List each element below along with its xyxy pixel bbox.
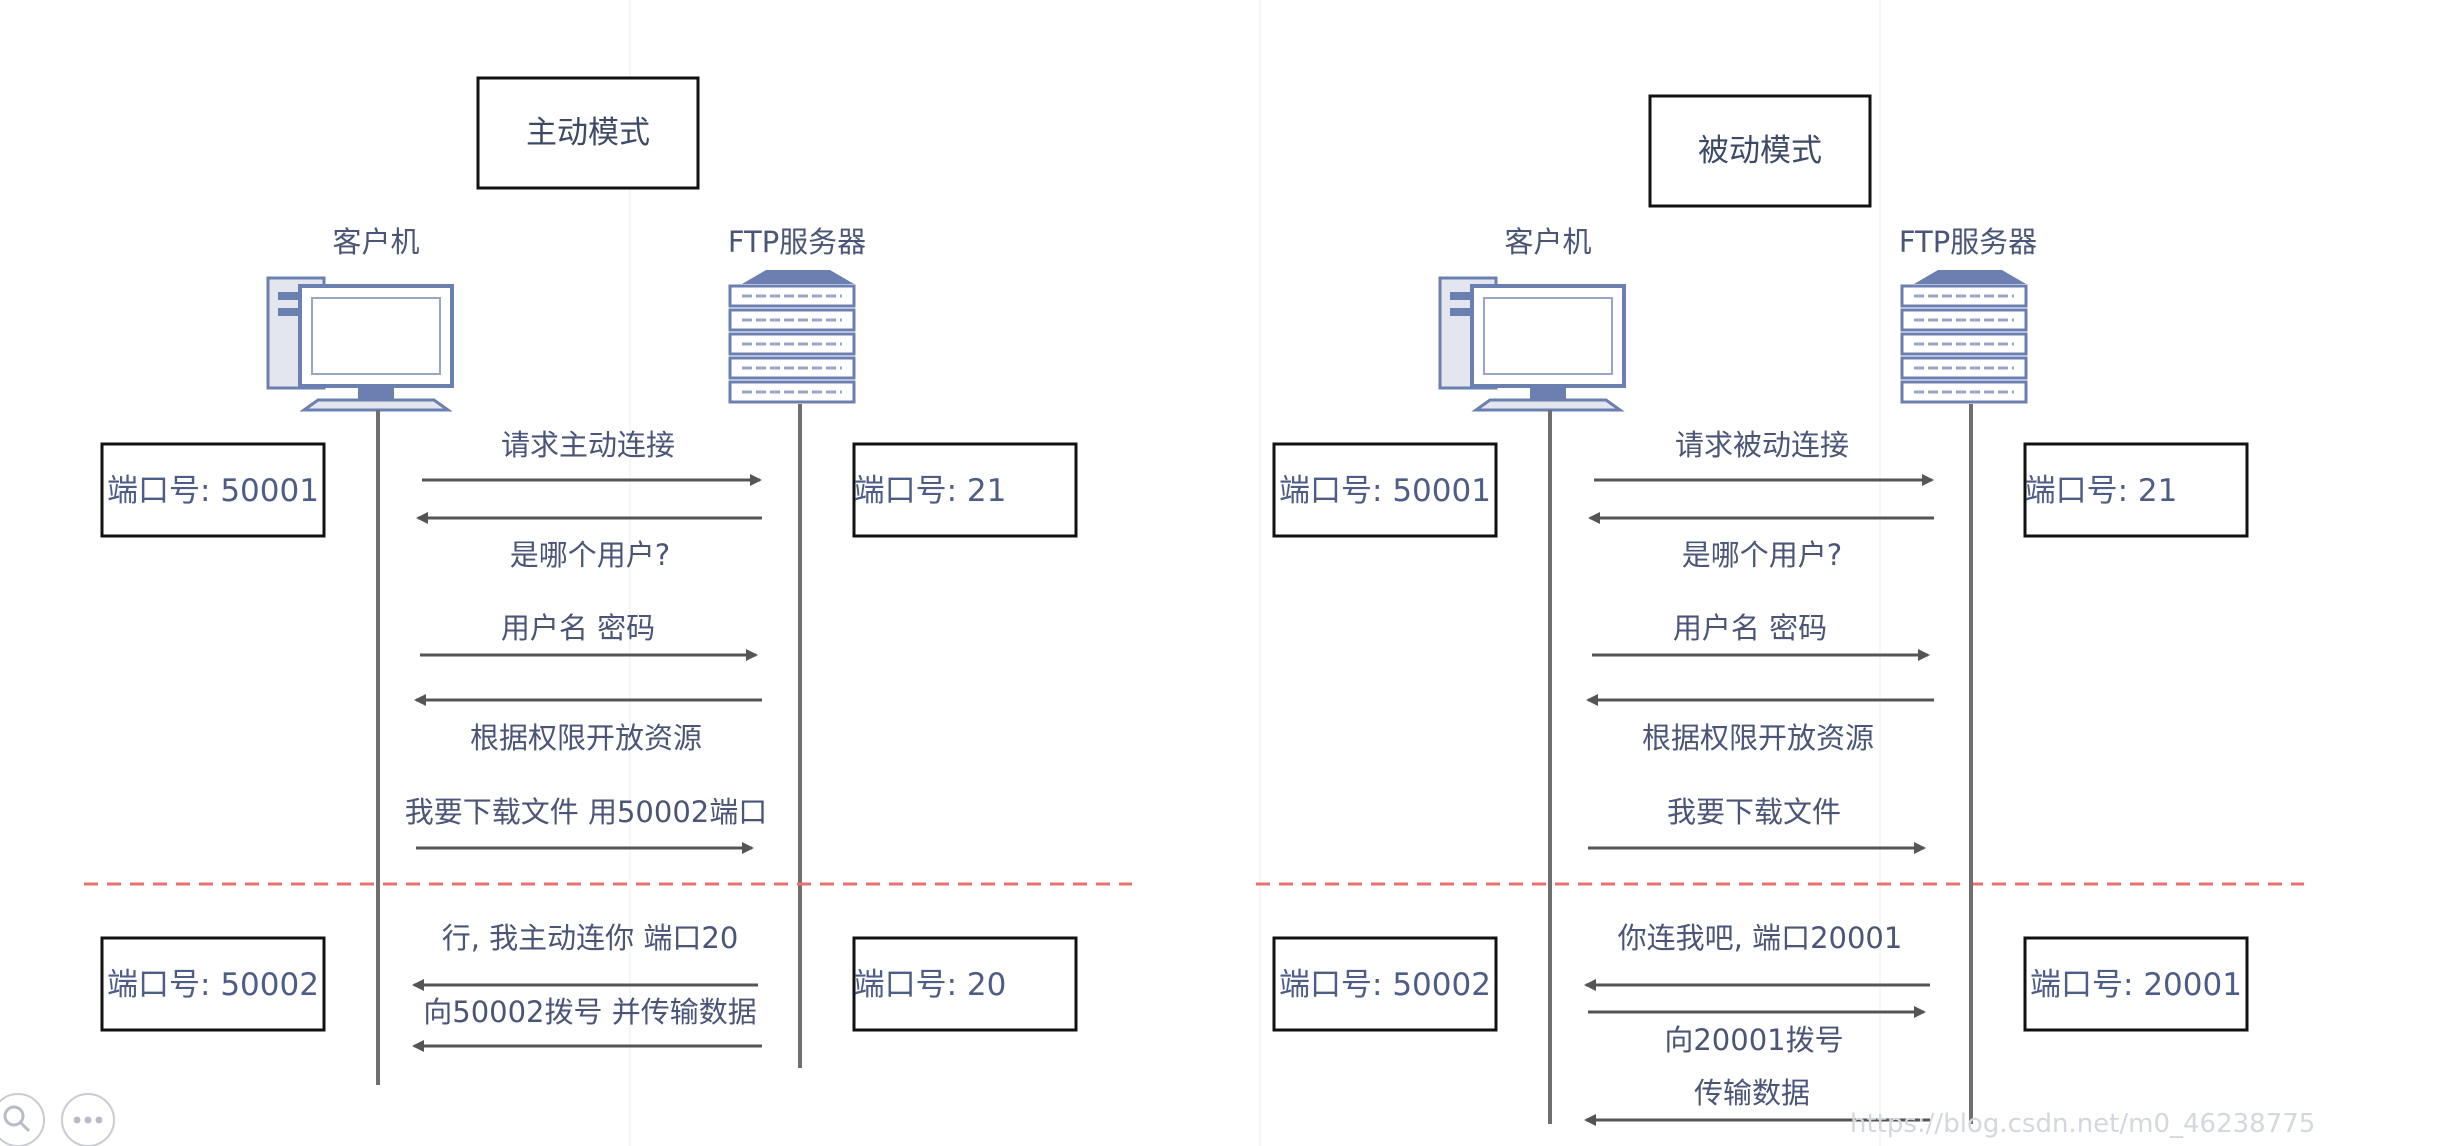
zoom-button[interactable] [0, 1093, 45, 1146]
passive-client-port-box-2 [1272, 936, 1498, 1032]
active-client-port-box-1 [100, 442, 326, 538]
active-msg-1: 请求主动连接 [501, 428, 675, 462]
passive-msg-3: 用户名 密码 [1673, 611, 1827, 645]
passive-client-port-box-1 [1272, 442, 1498, 538]
active-msg-6: 行, 我主动连你 端口20 [442, 921, 739, 955]
passive-server-label: FTP服务器 [1899, 225, 2037, 259]
active-client-port-1: 端口号: 50001 [107, 473, 319, 509]
active-msg-7: 向50002拨号 并传输数据 [423, 995, 756, 1029]
server-icon [1900, 270, 2028, 404]
passive-client-label: 客户机 [1504, 225, 1591, 259]
passive-server-port-box-2 [2023, 936, 2249, 1032]
active-client-label: 客户机 [332, 225, 419, 259]
active-server-port-box-2 [852, 936, 1078, 1032]
active-msg-4: 根据权限开放资源 [470, 721, 702, 755]
active-server-port-1: 端口号: 21 [854, 473, 1007, 509]
passive-mode-panel: 被动模式 客户机 FTP服务器 [1272, 94, 2249, 1126]
more-icon [73, 1116, 103, 1124]
watermark: https://blog.csdn.net/m0_46238775 [1850, 1109, 2315, 1139]
passive-msg-2: 是哪个用户? [1682, 538, 1842, 572]
active-mode-title: 主动模式 [526, 115, 650, 151]
active-msg-3: 用户名 密码 [501, 611, 655, 645]
active-client-port-2: 端口号: 50002 [107, 967, 319, 1003]
server-icon [728, 270, 856, 404]
active-server-port-2: 端口号: 20 [854, 967, 1007, 1003]
passive-client-port-2: 端口号: 50002 [1279, 967, 1491, 1003]
active-mode-panel: 主动模式 客户机 FTP服务器 [100, 76, 1078, 1085]
active-msg-2: 是哪个用户? [510, 538, 670, 572]
computer-icon [266, 276, 454, 412]
passive-msg-8: 传输数据 [1694, 1076, 1810, 1110]
passive-msg-6: 你连我吧, 端口20001 [1618, 921, 1903, 955]
active-server-label: FTP服务器 [728, 225, 866, 259]
passive-msg-4: 根据权限开放资源 [1642, 721, 1874, 755]
passive-server-port-1: 端口号: 21 [2025, 473, 2178, 509]
passive-msg-5: 我要下载文件 [1667, 795, 1841, 829]
passive-server-port-box-1 [2023, 442, 2249, 538]
active-mode-title-box [476, 76, 700, 190]
passive-msg-1: 请求被动连接 [1675, 428, 1849, 462]
more-button[interactable] [61, 1093, 115, 1146]
active-msg-5: 我要下载文件 用50002端口 [405, 795, 767, 829]
passive-mode-title: 被动模式 [1698, 133, 1822, 169]
passive-client-port-1: 端口号: 50001 [1279, 473, 1491, 509]
passive-server-port-2: 端口号: 20001 [2030, 967, 2242, 1003]
passive-mode-title-box [1648, 94, 1872, 208]
active-client-port-box-2 [100, 936, 326, 1032]
passive-msg-7: 向20001拨号 [1664, 1023, 1843, 1057]
computer-icon [1438, 276, 1626, 412]
zoom-icon [3, 1105, 31, 1133]
active-server-port-box-1 [852, 442, 1078, 538]
